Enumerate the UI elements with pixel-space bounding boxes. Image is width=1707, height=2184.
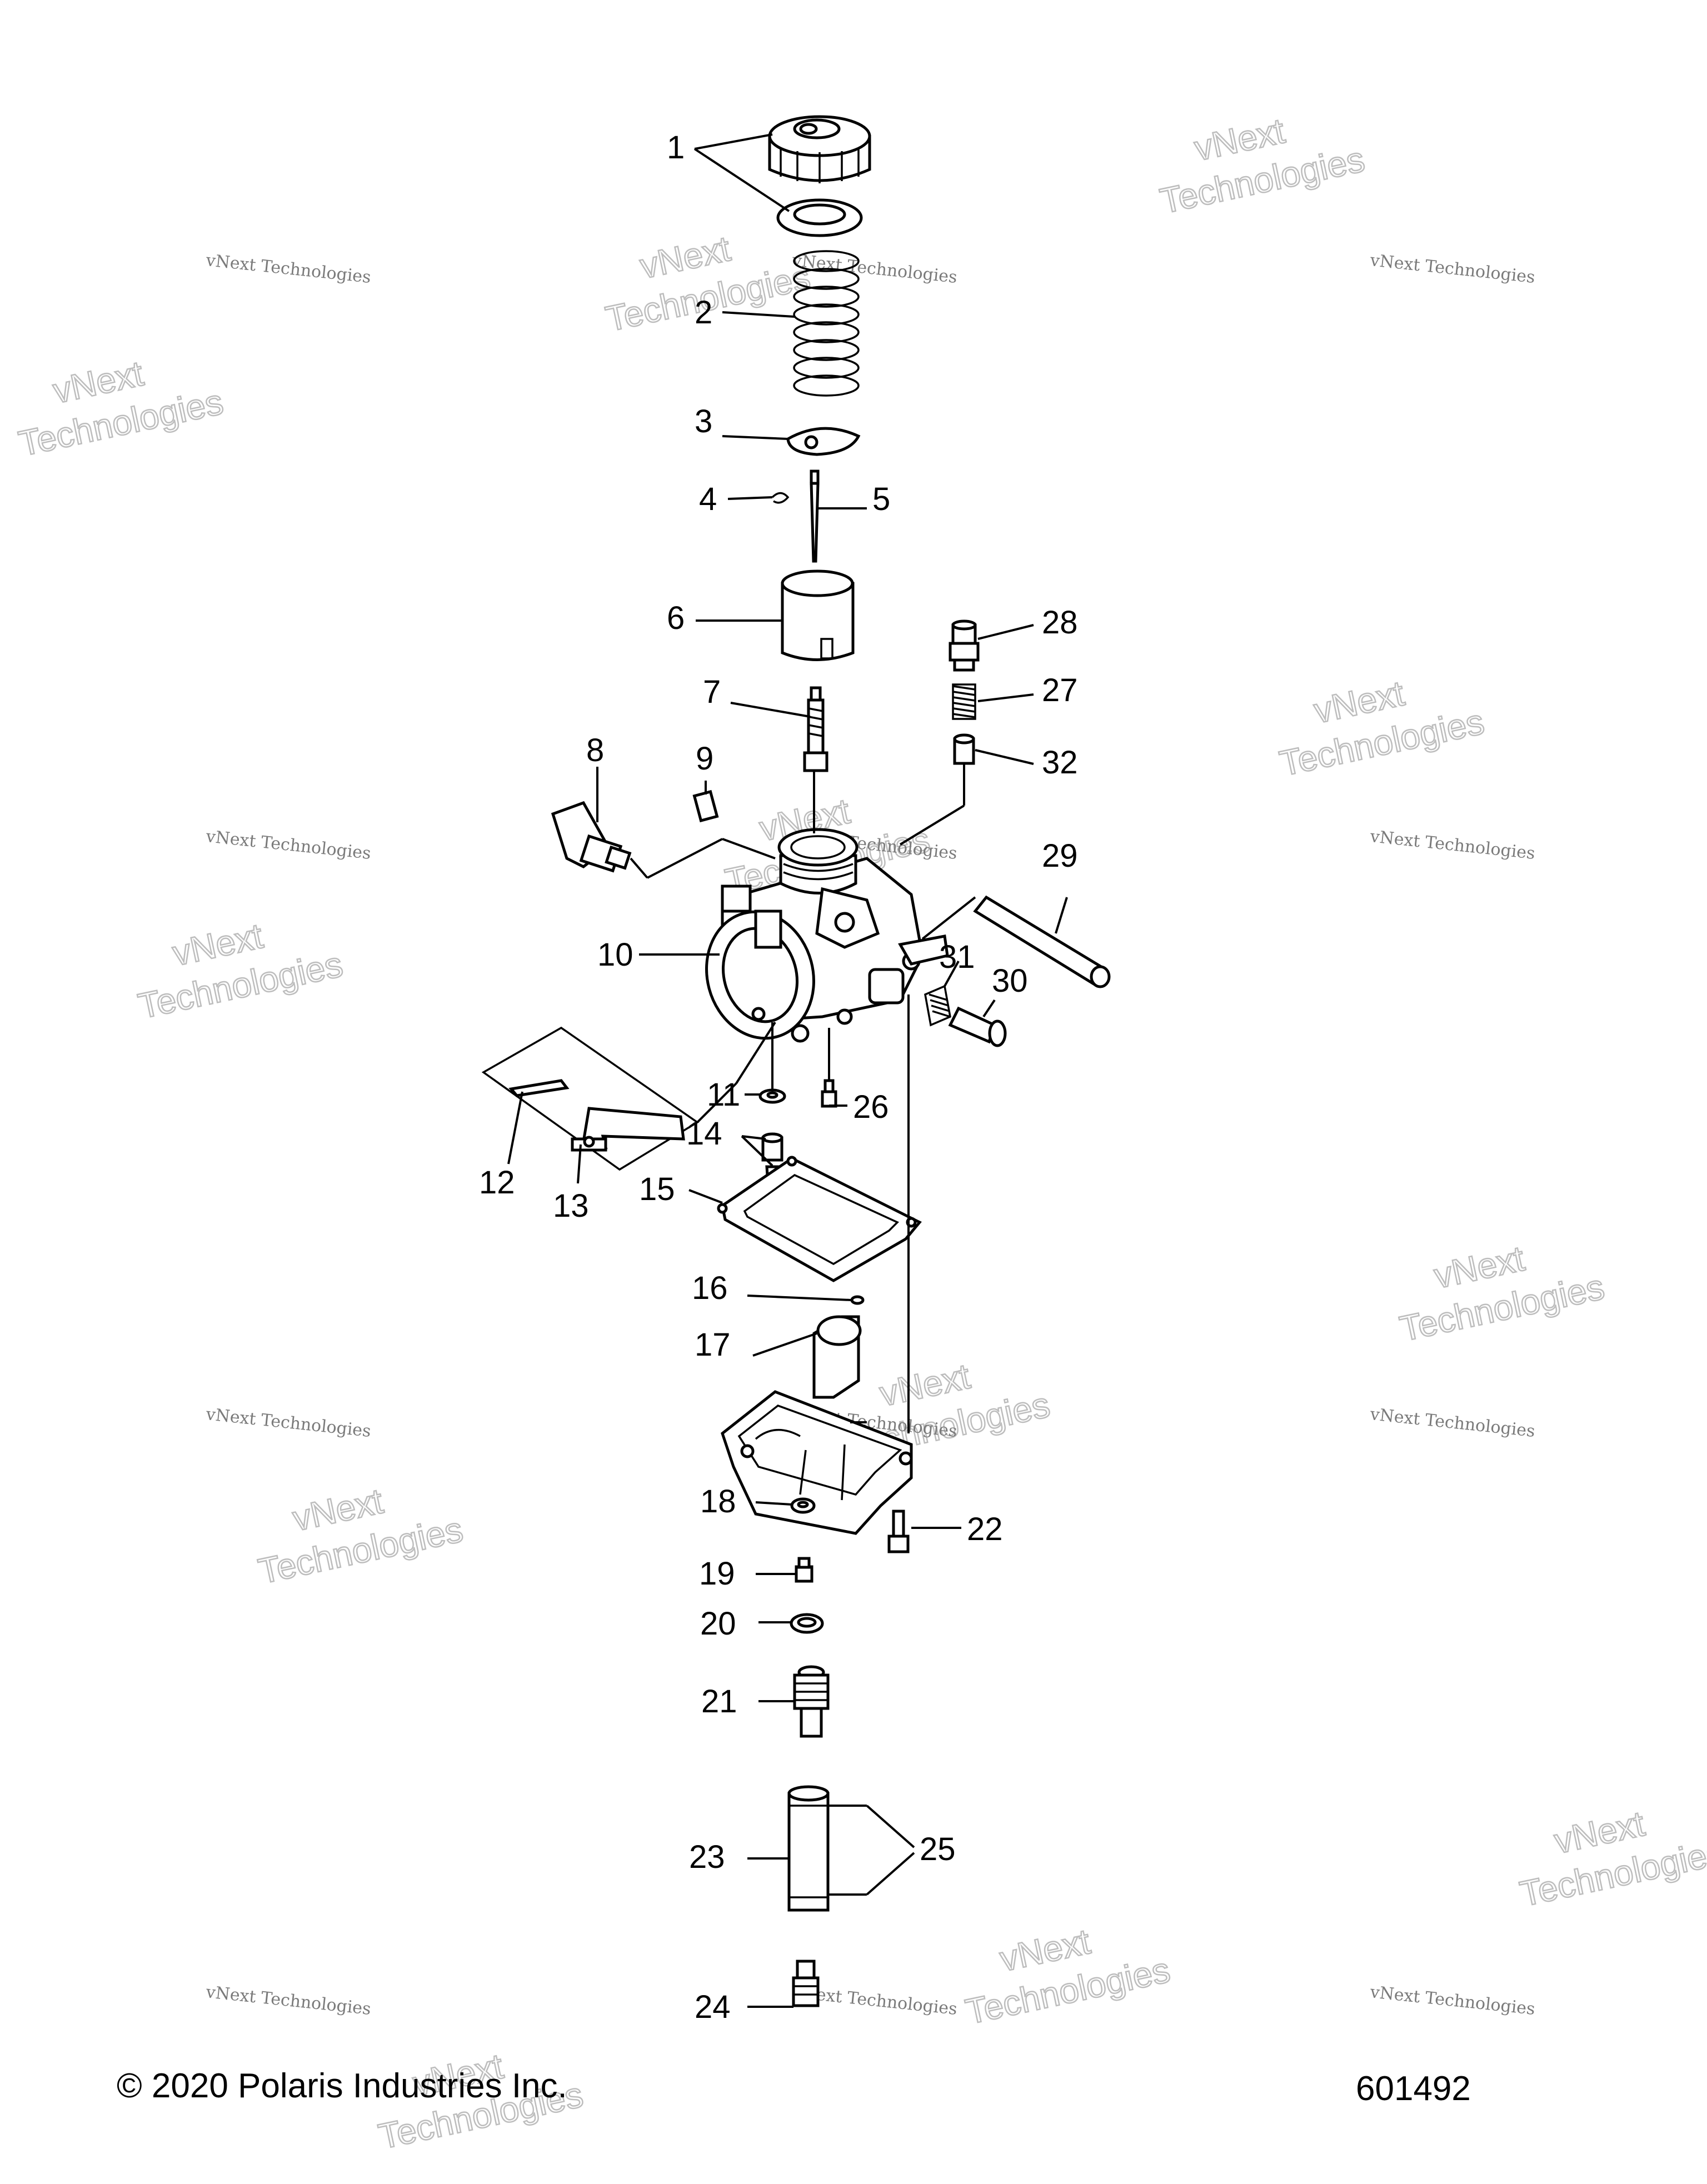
part-washer bbox=[776, 198, 863, 237]
callout-20: 20 bbox=[700, 1606, 736, 1642]
part-spring-small bbox=[952, 683, 976, 720]
watermark: vNext Technologies bbox=[1396, 1237, 1609, 1350]
watermark-small-group: vNext Technologies vNext Technologies vN… bbox=[204, 251, 1536, 2019]
watermark-small: vNext Technologies bbox=[1369, 251, 1536, 287]
part-drain-fitting bbox=[793, 1665, 830, 1738]
part-cap bbox=[768, 115, 871, 183]
callout-4: 4 bbox=[699, 481, 717, 517]
callout-6: 6 bbox=[667, 600, 685, 636]
part-drain-plug bbox=[792, 1960, 820, 2007]
callout-29: 29 bbox=[1042, 838, 1078, 874]
part-needle bbox=[810, 469, 820, 563]
callout-25: 25 bbox=[920, 1831, 956, 1867]
callout-8: 8 bbox=[586, 732, 604, 768]
part-bowl-screw bbox=[887, 1510, 910, 1553]
callout-7: 7 bbox=[703, 674, 721, 710]
callout-3: 3 bbox=[695, 403, 712, 439]
callout-5: 5 bbox=[872, 481, 890, 517]
callout-31: 31 bbox=[939, 939, 975, 975]
callout-12: 12 bbox=[479, 1165, 515, 1201]
part-carburetor-body bbox=[705, 828, 949, 1043]
part-float-bowl bbox=[721, 1390, 913, 1535]
part-idle-spring bbox=[924, 984, 951, 1027]
part-clip bbox=[771, 492, 790, 504]
callout-19: 19 bbox=[699, 1556, 735, 1592]
callout-23: 23 bbox=[689, 1839, 725, 1875]
callout-1: 1 bbox=[667, 129, 685, 166]
part-idle-screw bbox=[948, 1006, 1007, 1047]
watermark: vNext Technologies bbox=[961, 1921, 1174, 2033]
part-spring bbox=[793, 250, 860, 397]
part-retainer-plate bbox=[786, 427, 861, 456]
callout-32: 32 bbox=[1042, 744, 1078, 781]
callout-28: 28 bbox=[1042, 604, 1078, 641]
callout-22: 22 bbox=[967, 1511, 1003, 1547]
callout-13: 13 bbox=[553, 1188, 589, 1224]
watermark-small: vNext Technologies bbox=[204, 1405, 372, 1441]
part-float-pin bbox=[850, 1295, 865, 1305]
watermark-small: vNext Technologies bbox=[204, 251, 372, 287]
callout-2: 2 bbox=[695, 294, 712, 331]
watermark: vNext Technologies bbox=[1275, 672, 1488, 784]
part-gasket bbox=[717, 1156, 922, 1282]
watermark: vNext Technologies bbox=[1156, 110, 1369, 222]
callout-26: 26 bbox=[853, 1089, 889, 1125]
watermark-small: vNext Technologies bbox=[1369, 1405, 1536, 1441]
part-washer-small bbox=[758, 1088, 786, 1104]
watermark: vNext Technologies bbox=[1516, 1803, 1707, 1915]
copyright-text: © 2020 Polaris Industries Inc. bbox=[117, 2067, 567, 2105]
watermark-small: vNext Technologies bbox=[204, 827, 372, 863]
part-pin bbox=[692, 789, 719, 823]
callout-9: 9 bbox=[696, 741, 713, 777]
part-main-jet bbox=[795, 1557, 813, 1583]
watermark: vNext Technologies bbox=[134, 915, 347, 1027]
part-choke bbox=[551, 801, 632, 873]
callout-18: 18 bbox=[700, 1483, 736, 1520]
part-slide bbox=[781, 569, 855, 661]
leader-lines bbox=[507, 133, 1068, 2008]
callout-27: 27 bbox=[1042, 672, 1078, 708]
callout-labels: 1 2 3 4 5 6 7 8 9 10 11 12 13 14 15 16 1… bbox=[479, 129, 1078, 2025]
figure-number: 601492 bbox=[1356, 2070, 1471, 2108]
callout-17: 17 bbox=[695, 1327, 731, 1363]
watermark-small: vNext Technologies bbox=[1369, 827, 1536, 863]
part-float bbox=[812, 1315, 862, 1399]
callout-10: 10 bbox=[597, 937, 633, 973]
watermark: vNext Technologies bbox=[254, 1480, 467, 1592]
watermark-group: vNext Technologies vNext Technologies vN… bbox=[14, 110, 1707, 2157]
part-plunger bbox=[953, 733, 975, 765]
callout-30: 30 bbox=[992, 963, 1028, 999]
callout-15: 15 bbox=[639, 1171, 675, 1207]
watermark-small: vNext Technologies bbox=[1369, 1982, 1536, 2019]
callout-16: 16 bbox=[692, 1270, 728, 1306]
watermark-small: vNext Technologies bbox=[204, 1982, 372, 2019]
part-screw-small bbox=[821, 1079, 837, 1108]
part-o-ring bbox=[790, 1613, 824, 1634]
part-fitting bbox=[949, 619, 980, 672]
watermark: vNext Technologies bbox=[14, 352, 227, 464]
callout-21: 21 bbox=[701, 1683, 737, 1720]
part-tube bbox=[787, 1785, 830, 1912]
callout-14: 14 bbox=[686, 1116, 722, 1152]
part-bowl-washer bbox=[790, 1497, 816, 1514]
callout-11: 11 bbox=[707, 1077, 740, 1113]
callout-24: 24 bbox=[695, 1989, 731, 2025]
part-float-plate bbox=[481, 1026, 700, 1171]
part-rod bbox=[973, 895, 1111, 988]
part-pilot-screw bbox=[803, 686, 828, 772]
